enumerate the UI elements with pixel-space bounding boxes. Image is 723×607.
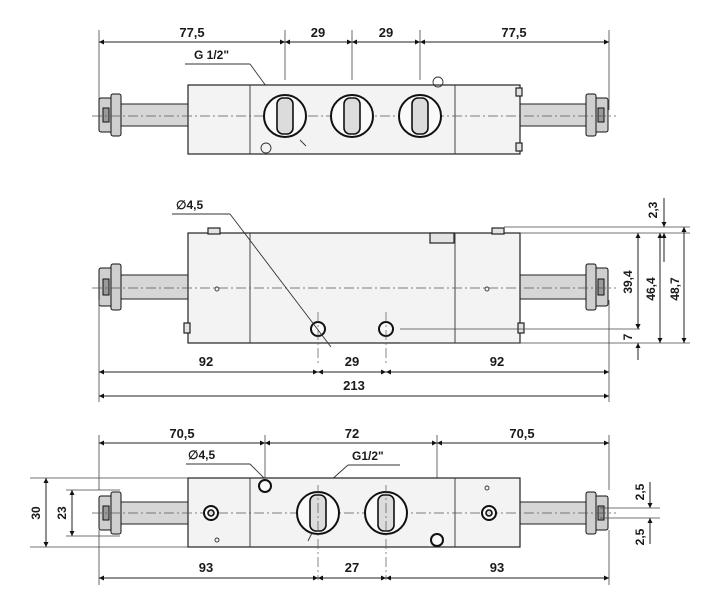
front-vdim-label-1: 2,3 xyxy=(646,201,660,218)
bottom-dim-label-5: 27 xyxy=(345,560,359,575)
bottom-dim-label-3: 70,5 xyxy=(509,426,534,441)
front-overall-length: 213 xyxy=(343,378,365,393)
top-port-label: G 1/2" xyxy=(194,48,229,62)
bottom-dim-label-1: 70,5 xyxy=(169,426,194,441)
bottom-hole-label: ∅4,5 xyxy=(188,448,215,462)
bottom-dim-label-6: 93 xyxy=(490,560,504,575)
top-port-3 xyxy=(398,76,444,138)
top-port-2 xyxy=(330,94,374,138)
front-view: ∅4,5 92 29 92 213 2,3 39,4 46,4 48,7 7 xyxy=(92,198,690,402)
front-vdim-label-3: 46,4 xyxy=(644,277,658,301)
bottom-port-label: G1/2" xyxy=(352,449,384,463)
front-hole-label: ∅4,5 xyxy=(176,198,203,212)
front-dim-label-1: 92 xyxy=(199,354,213,369)
top-port-1 xyxy=(260,94,307,154)
bottom-dim-label-4: 93 xyxy=(199,560,213,575)
front-vdim-label-2: 39,4 xyxy=(621,270,635,294)
bottom-left-dim-label-2: 23 xyxy=(55,506,69,520)
bottom-hole-2 xyxy=(430,533,444,547)
bottom-dim-label-2: 72 xyxy=(345,426,359,441)
top-dim-label-1: 77,5 xyxy=(179,25,204,40)
bottom-right-dim-label-1: 2,5 xyxy=(633,483,647,500)
bottom-view: 70,5 72 70,5 ∅4,5 G1/2" xyxy=(29,426,660,585)
front-dim-label-2: 29 xyxy=(345,354,359,369)
bottom-right-dim-label-2: 2,5 xyxy=(633,528,647,545)
bottom-hole-1 xyxy=(258,479,272,493)
top-dim-label-2: 29 xyxy=(311,25,325,40)
top-view: 77,5 29 29 77,5 G 1/2" xyxy=(92,25,616,155)
top-dim-label-4: 77,5 xyxy=(501,25,526,40)
top-dim-label-3: 29 xyxy=(379,25,393,40)
front-vdim-label-4: 48,7 xyxy=(668,277,682,301)
front-vdim-label-5: 7 xyxy=(621,333,635,340)
bottom-left-dim-label-1: 30 xyxy=(29,506,43,520)
front-dim-label-3: 92 xyxy=(490,354,504,369)
